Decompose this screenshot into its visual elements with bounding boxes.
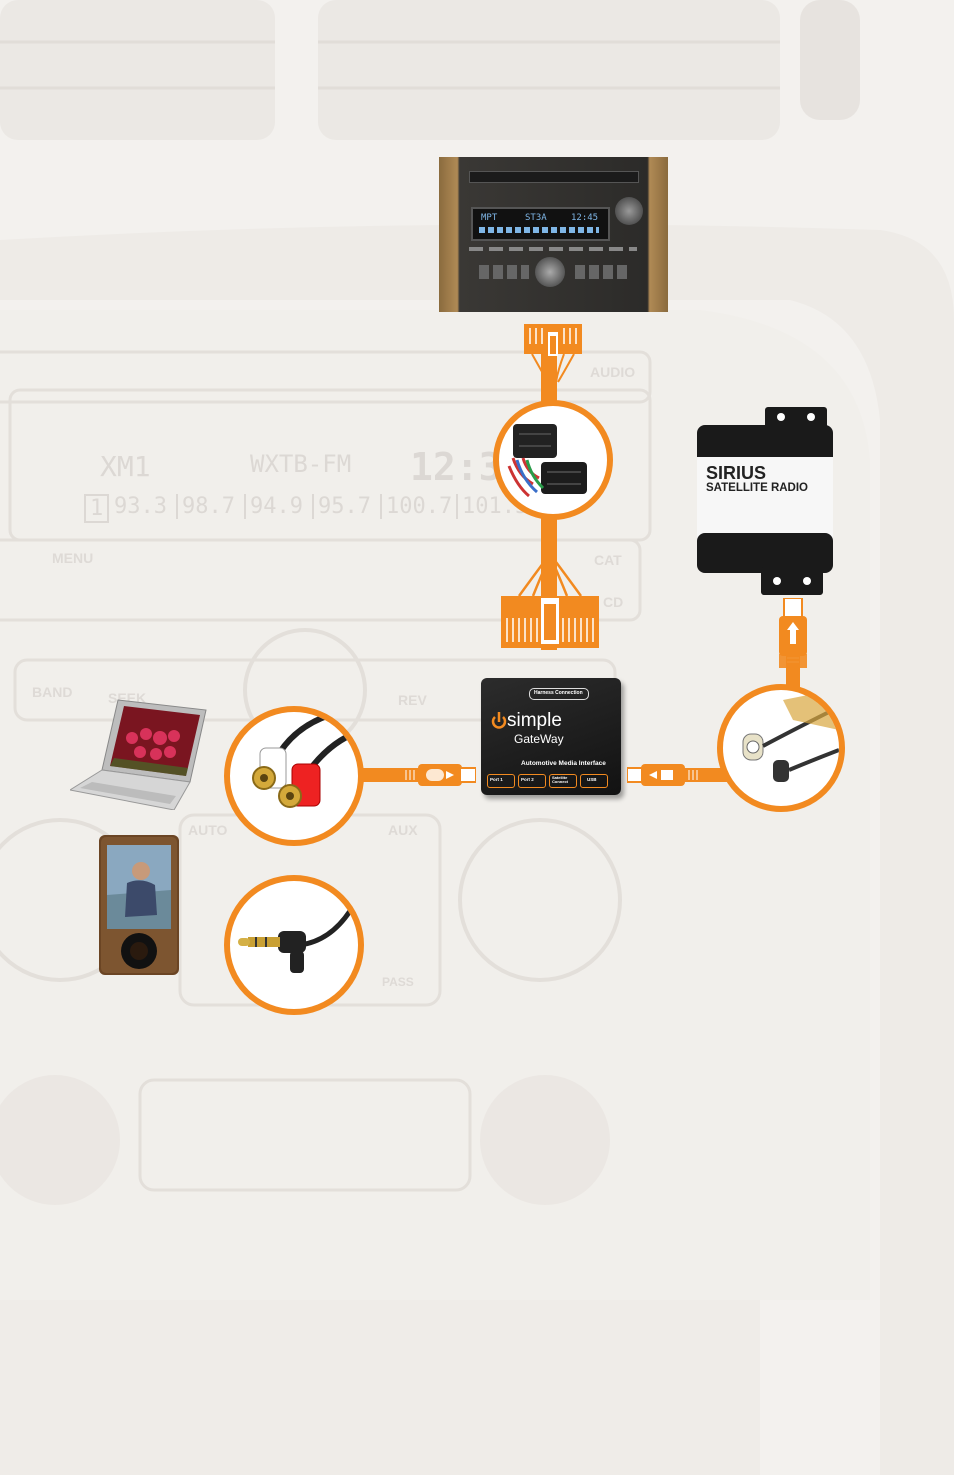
display-segments: [479, 227, 599, 233]
port-label: Port 2: [521, 777, 534, 782]
function-buttons-right: [575, 265, 629, 279]
sirius-brand: SIRIUS: [706, 463, 767, 483]
media-player-icon: [99, 835, 179, 975]
usb-button[interactable]: USB: [580, 774, 608, 788]
vehicle-harness-plug-icon: [501, 558, 599, 648]
bg-rev-label: REV: [398, 692, 427, 708]
bg-preset: 95.7: [314, 494, 382, 519]
bg-menu-label: MENU: [52, 550, 94, 566]
port-label: Port 1: [490, 777, 503, 782]
bg-audio-label: AUDIO: [590, 364, 636, 380]
bg-preset: 94.9: [246, 494, 314, 519]
rca-plug-icon: [252, 712, 358, 808]
port-1-button[interactable]: Port 1: [487, 774, 515, 788]
radio-photo-display: MPT ST3A 12:45: [471, 207, 610, 241]
tune-knob: [535, 257, 565, 287]
cd-slot: [469, 171, 639, 183]
portable-dvd-player-icon: [70, 699, 207, 810]
sirius-subtitle: SATELLITE RADIO: [706, 482, 809, 494]
sirius-cable-circle: [717, 684, 845, 812]
port-2-button[interactable]: Port 2: [518, 774, 546, 788]
bg-aux-label: AUX: [388, 822, 418, 838]
aux-35mm-plug-icon: [238, 889, 357, 973]
volume-knob: [615, 197, 643, 225]
function-buttons: [479, 265, 529, 279]
oem-radio-photo: MPT ST3A 12:45: [439, 157, 668, 312]
bg-display-station: WXTB-FM: [250, 450, 352, 478]
radio-photo-display-mid: ST3A: [525, 213, 547, 223]
harness-photo-circle: [493, 400, 613, 520]
right-cable-plug-icon: [627, 764, 701, 786]
gateway-module: Harness Connection simple GateWay Automo…: [481, 678, 621, 795]
bg-cat-label: CAT: [594, 552, 622, 568]
bg-preset: 93.3: [110, 494, 178, 519]
sirius-connector-icon: [779, 598, 807, 668]
port-label: USB: [587, 777, 597, 782]
bg-band-label: BAND: [32, 684, 73, 700]
bg-preset-row: 93.3 98.7 94.9 95.7 100.7 101.5: [110, 494, 528, 519]
sirius-satellite-module: [697, 407, 833, 595]
harness-connection-label: Harness Connection: [534, 690, 583, 696]
gateway-subtitle: Automotive Media Interface: [521, 760, 606, 767]
left-cable-plug-icon: [402, 764, 476, 786]
bg-auto-label: AUTO: [188, 822, 228, 838]
harness-connector-pair-icon: [507, 424, 587, 498]
satellite-connect-button[interactable]: Satellite Connect: [549, 774, 577, 788]
port-label: Satellite Connect: [552, 775, 568, 784]
harness-connection-button[interactable]: Harness Connection: [529, 688, 589, 700]
power-i-logo-icon: [491, 712, 507, 729]
isimple-logo: simple: [491, 710, 562, 732]
bg-preset-number: 1: [84, 494, 110, 523]
wire-harness-icon: [524, 324, 582, 383]
radio-photo-display-right: 12:45: [571, 213, 599, 223]
bg-display-band: XM1: [100, 450, 151, 483]
aux-plug-circle: [224, 875, 364, 1015]
rca-plug-circle: [224, 706, 364, 846]
bg-cd-label: CD: [603, 594, 624, 610]
radio-photo-display-left: MPT: [481, 213, 498, 223]
gateway-product-name: GateWay: [514, 732, 564, 746]
isimple-brand: simple: [507, 710, 562, 731]
sirius-cable-plugs-icon: [742, 690, 839, 782]
gateway-port-row: Port 1 Port 2 Satellite Connect USB: [487, 774, 608, 788]
preset-buttons: [469, 247, 637, 251]
bg-preset: 100.7: [382, 494, 458, 519]
bg-preset: 98.7: [178, 494, 246, 519]
bg-pass-label: PASS: [382, 975, 414, 989]
